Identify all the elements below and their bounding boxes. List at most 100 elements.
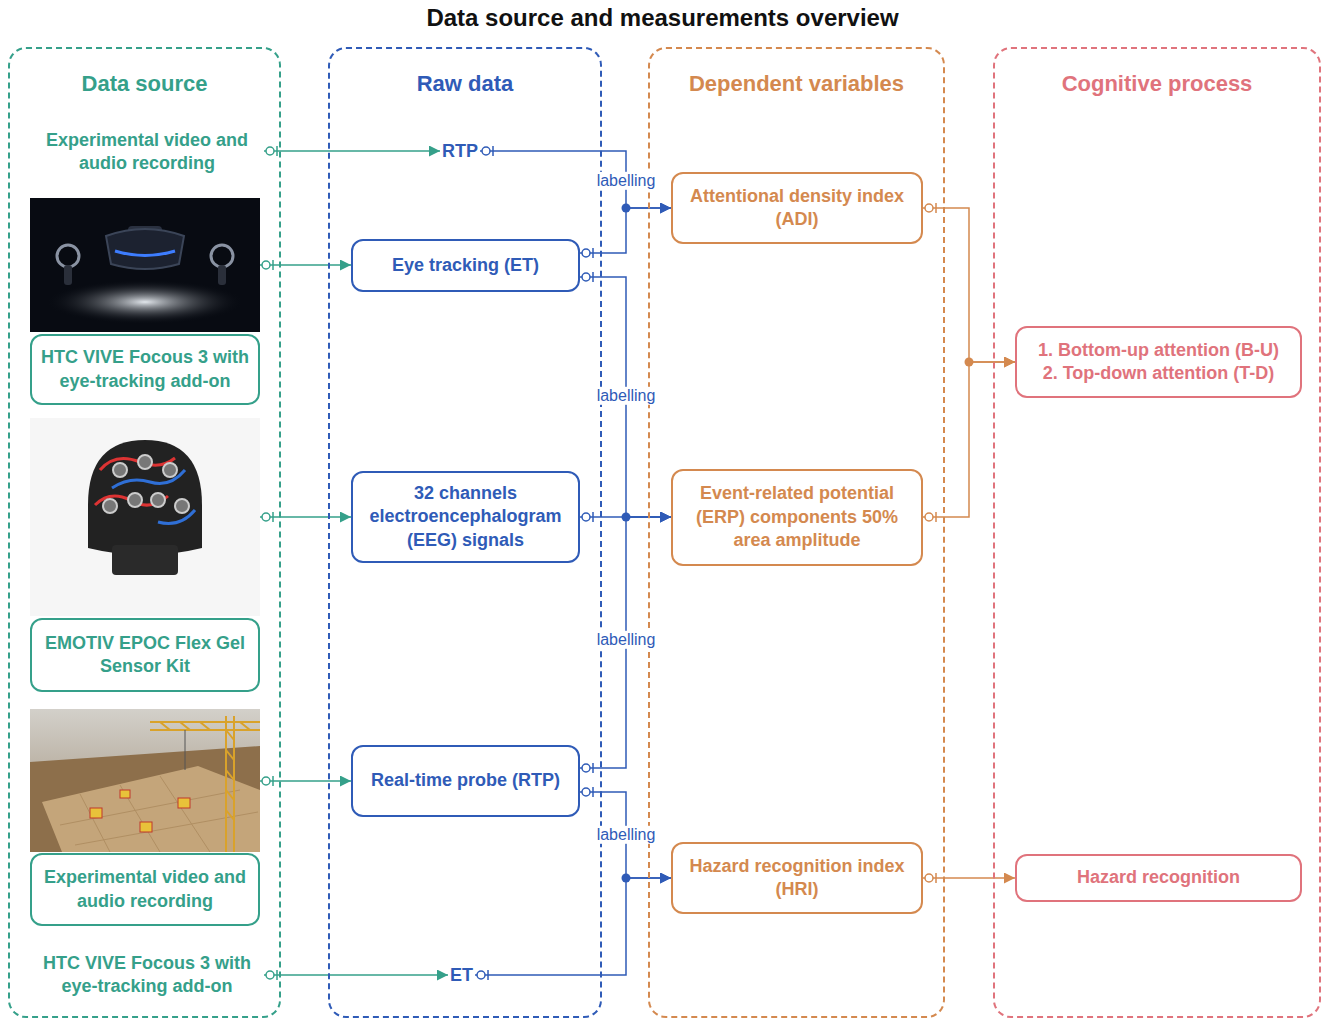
source-label: Experimental video and audio recording — [30, 128, 264, 176]
node-text: Experimental video and audio recording — [30, 129, 264, 176]
symbol-circle — [477, 971, 485, 979]
column-panel: Raw dataRTPEye tracking (ET)32 channels … — [328, 47, 602, 1018]
photo-slot — [30, 418, 260, 618]
node-text: 32 channels electroencephalogram (EEG) s… — [363, 482, 568, 552]
eeg-cap-photo-part — [163, 463, 177, 477]
zero-or-one-symbol — [266, 970, 277, 980]
vr-headset-photo-part — [218, 265, 226, 285]
connector — [580, 208, 671, 253]
symbol-bar — [592, 272, 594, 282]
zero-or-one-symbol — [925, 873, 936, 883]
process-box: Hazard recognition index (HRI) — [671, 842, 923, 914]
construction-site-screenshot-part — [150, 722, 260, 730]
symbol-bar — [592, 787, 594, 797]
construction-site-screenshot-part — [185, 730, 186, 770]
eeg-cap-photo-part — [112, 545, 178, 575]
symbol-bar — [935, 512, 937, 522]
node-text: 2. Top-down attention (T-D) — [1043, 362, 1275, 385]
edge-label: labelling — [595, 172, 658, 190]
column-heading: Cognitive process — [995, 71, 1319, 97]
node-text: EMOTIV EPOC Flex Gel Sensor Kit — [40, 632, 250, 679]
construction-site-screenshot-part — [90, 808, 102, 818]
vr-headset-photo-part — [64, 265, 72, 285]
symbol-bar — [592, 248, 594, 258]
construction-site-screenshot — [30, 709, 260, 852]
node-text: HTC VIVE Focous 3 with eye-tracking add-… — [40, 346, 250, 393]
zero-or-one-symbol — [582, 512, 593, 522]
construction-site-screenshot-part — [140, 822, 152, 832]
node-text: Real-time probe (RTP) — [371, 769, 560, 792]
symbol-circle — [582, 249, 590, 257]
connector — [264, 150, 440, 152]
raw-data-label: RTP — [440, 139, 480, 163]
process-box: Eye tracking (ET) — [351, 239, 580, 292]
symbol-circle — [925, 513, 933, 521]
symbol-bar — [272, 776, 274, 786]
construction-site-screenshot-part — [120, 790, 130, 798]
vr-headset-photo-part — [57, 245, 79, 267]
symbol-bar — [592, 763, 594, 773]
connector — [475, 878, 671, 975]
zero-or-one-symbol — [582, 763, 593, 773]
construction-site-screenshot-part — [30, 709, 260, 852]
photo-slot — [30, 709, 260, 853]
symbol-bar — [935, 203, 937, 213]
connector — [923, 877, 1015, 879]
vr-headset-photo-part — [30, 198, 260, 332]
junction-dot — [622, 513, 631, 522]
symbol-circle — [266, 147, 274, 155]
zero-or-one-symbol — [262, 512, 273, 522]
column-heading: Data source — [10, 71, 279, 97]
node-text: Hazard recognition — [1077, 866, 1240, 889]
edge-label: labelling — [595, 631, 658, 649]
eeg-cap-photo-part — [128, 493, 142, 507]
source-label: HTC VIVE Focous 3 with eye-tracking add-… — [30, 950, 264, 1000]
symbol-bar — [272, 512, 274, 522]
connector — [264, 974, 448, 976]
symbol-bar — [276, 970, 278, 980]
zero-or-one-symbol — [582, 787, 593, 797]
photo-slot — [30, 198, 260, 334]
eeg-cap-photo-part — [158, 510, 195, 524]
zero-or-one-symbol — [262, 260, 273, 270]
eeg-cap-photo-part — [175, 499, 189, 513]
column-heading: Dependent variables — [650, 71, 943, 97]
process-box: Hazard recognition — [1015, 854, 1302, 902]
column-panel: Data sourceExperimental video and audio … — [8, 47, 281, 1018]
construction-site-screenshot-part — [42, 766, 260, 852]
process-box: Attentional density index (ADI) — [671, 172, 923, 244]
device-label-box: HTC VIVE Focous 3 with eye-tracking add-… — [30, 334, 260, 405]
column-panel: Cognitive process 1. Bottom-up attention … — [993, 47, 1321, 1018]
symbol-bar — [592, 512, 594, 522]
zero-or-one-symbol — [482, 146, 493, 156]
process-box: 32 channels electroencephalogram (EEG) s… — [351, 471, 580, 563]
edge-label: labelling — [595, 826, 658, 844]
zero-or-one-symbol — [925, 512, 936, 522]
symbol-bar — [276, 146, 278, 156]
junction-dots — [622, 204, 974, 883]
start-symbols — [262, 146, 936, 980]
eeg-cap-photo-part — [88, 440, 202, 555]
symbol-bar — [492, 146, 494, 156]
connector — [580, 517, 671, 768]
symbol-circle — [262, 513, 270, 521]
symbol-bar — [272, 260, 274, 270]
process-box: 1. Bottom-up attention (B-U)2. Top-down … — [1015, 326, 1302, 398]
column-panel: Dependent variablesAttentional density i… — [648, 47, 945, 1018]
vr-headset-photo-part — [106, 229, 184, 269]
junction-dot — [622, 874, 631, 883]
zero-or-one-symbol — [582, 248, 593, 258]
vr-headset-photo-part — [211, 245, 233, 267]
eeg-cap-photo-part — [138, 455, 152, 469]
connector — [480, 151, 671, 208]
node-text: Attentional density index (ADI) — [683, 185, 911, 232]
zero-or-one-symbol — [582, 272, 593, 282]
vr-headset-photo-part — [115, 251, 175, 256]
symbol-circle — [262, 261, 270, 269]
symbol-circle — [582, 788, 590, 796]
node-text: Eye tracking (ET) — [392, 254, 539, 277]
eeg-cap-photo — [30, 418, 260, 616]
process-box: Real-time probe (RTP) — [351, 745, 580, 817]
